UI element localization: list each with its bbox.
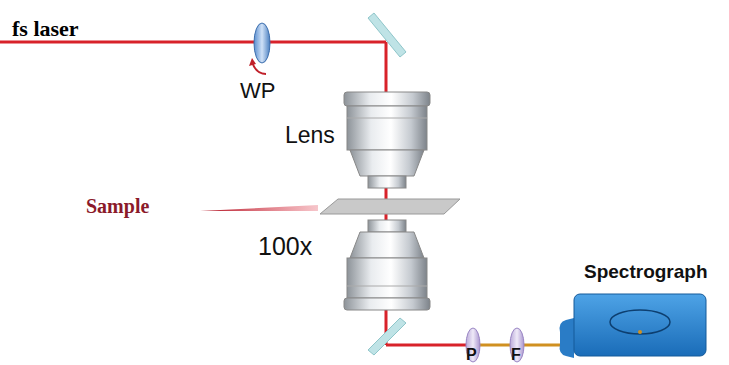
part-label: F	[511, 347, 521, 363]
part-label: Spectrograph	[584, 262, 708, 281]
waveplate	[249, 23, 270, 74]
part-label: P	[466, 347, 477, 363]
laser-beam	[0, 42, 570, 345]
polarizer-filter	[466, 328, 524, 362]
sample-slide	[200, 199, 460, 214]
objective-100x	[344, 220, 430, 310]
sample-label: Sample	[86, 196, 149, 216]
laser-label: fs laser	[12, 18, 79, 40]
part-label: WP	[240, 80, 275, 102]
objective-lens	[344, 92, 430, 188]
spectrograph-box	[560, 294, 706, 358]
part-label: Lens	[285, 124, 335, 147]
magnification-label: 100x	[258, 234, 312, 259]
